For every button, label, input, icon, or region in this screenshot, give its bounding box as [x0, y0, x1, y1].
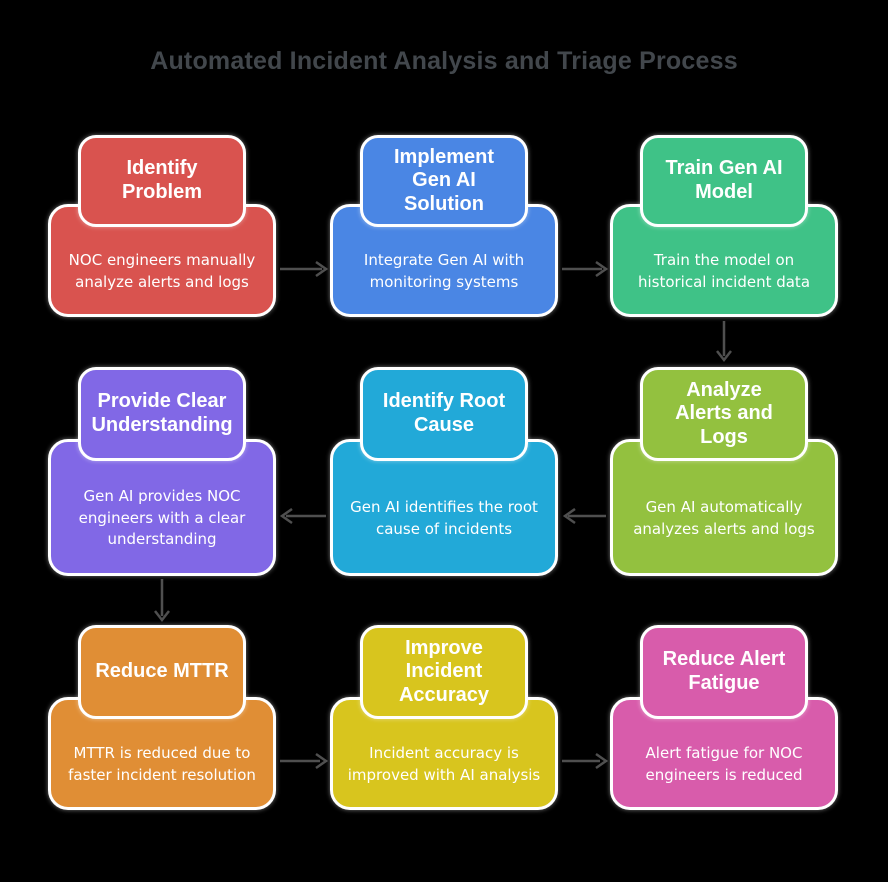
node-title: Identify Problem	[78, 135, 246, 227]
node-title: Train Gen AI Model	[640, 135, 808, 227]
node-description: Gen AI provides NOC engineers with a cle…	[78, 486, 246, 549]
node-title: Provide Clear Understanding	[78, 367, 246, 461]
node-title: Improve Incident Accuracy	[360, 625, 528, 719]
node-body: Gen AI automatically analyzes alerts and…	[610, 439, 838, 576]
arrow-right-icon	[280, 752, 329, 770]
node-provide-clear-understanding: Gen AI provides NOC engineers with a cle…	[48, 367, 276, 576]
node-body: Gen AI provides NOC engineers with a cle…	[48, 439, 276, 576]
node-description: Incident accuracy is improved with AI an…	[347, 743, 541, 784]
arrow-left-icon	[279, 507, 326, 525]
node-description: Alert fatigue for NOC engineers is reduc…	[645, 743, 803, 784]
node-reduce-mttr: MTTR is reduced due to faster incident r…	[48, 625, 276, 810]
node-description: Train the model on historical incident d…	[637, 250, 811, 291]
node-improve-incident-accuracy: Incident accuracy is improved with AI an…	[330, 625, 558, 810]
node-description: NOC engineers manually analyze alerts an…	[68, 250, 256, 291]
node-identify-problem: NOC engineers manually analyze alerts an…	[48, 135, 276, 317]
node-implement-gen-ai-solution: Integrate Gen AI with monitoring systems…	[330, 135, 558, 317]
node-description: Gen AI automatically analyzes alerts and…	[633, 497, 815, 538]
node-identify-root-cause: Gen AI identifies the root cause of inci…	[330, 367, 558, 576]
node-body: Gen AI identifies the root cause of inci…	[330, 439, 558, 576]
node-title: Reduce MTTR	[78, 625, 246, 719]
node-title: Reduce Alert Fatigue	[640, 625, 808, 719]
page-title: Automated Incident Analysis and Triage P…	[150, 47, 738, 75]
arrow-right-icon	[280, 260, 329, 278]
node-description: Integrate Gen AI with monitoring systems	[363, 250, 525, 291]
arrow-left-icon	[562, 507, 606, 525]
node-train-gen-ai-model: Train the model on historical incident d…	[610, 135, 838, 317]
node-title: Analyze Alerts and Logs	[640, 367, 808, 461]
node-description: Gen AI identifies the root cause of inci…	[350, 497, 538, 538]
arrow-right-icon	[562, 752, 609, 770]
arrow-down-icon	[716, 321, 732, 363]
arrow-right-icon	[562, 260, 609, 278]
node-reduce-alert-fatigue: Alert fatigue for NOC engineers is reduc…	[610, 625, 838, 810]
node-description: MTTR is reduced due to faster incident r…	[68, 743, 256, 784]
arrow-down-icon	[154, 579, 170, 623]
node-analyze-alerts-and-logs: Gen AI automatically analyzes alerts and…	[610, 367, 838, 576]
node-title: Identify Root Cause	[360, 367, 528, 461]
node-title: Implement Gen AI Solution	[360, 135, 528, 227]
